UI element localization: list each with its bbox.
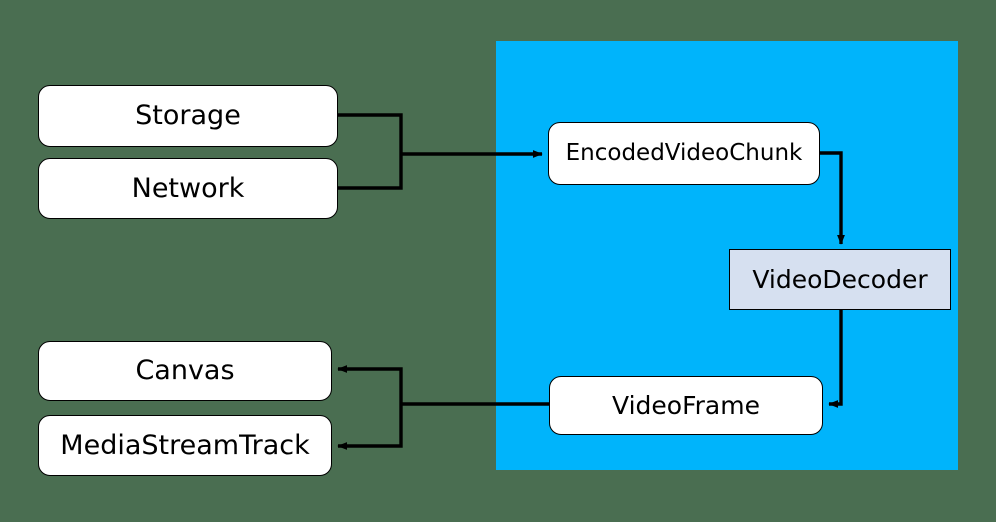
- node-encoded-video-chunk-label: EncodedVideoChunk: [565, 139, 803, 166]
- node-video-frame-label: VideoFrame: [612, 390, 760, 420]
- node-storage[interactable]: Storage: [38, 85, 338, 147]
- node-video-decoder[interactable]: VideoDecoder: [729, 249, 951, 310]
- node-encoded-video-chunk[interactable]: EncodedVideoChunk: [548, 122, 820, 185]
- node-storage-label: Storage: [135, 100, 241, 132]
- edge-chunk-to-decoder: [820, 151, 845, 245]
- node-video-decoder-label: VideoDecoder: [752, 264, 928, 294]
- edge-frame-to-mediastream: [337, 404, 403, 450]
- node-canvas[interactable]: Canvas: [38, 341, 332, 401]
- edge-network-to-chunk: [338, 154, 403, 190]
- edge-storage-to-chunk: [338, 113, 403, 154]
- node-canvas-label: Canvas: [135, 355, 235, 387]
- edge-decoder-to-frame: [828, 310, 843, 408]
- node-network[interactable]: Network: [38, 158, 338, 219]
- edge-frame-to-canvas: [337, 365, 403, 404]
- node-media-stream-track[interactable]: MediaStreamTrack: [38, 415, 332, 476]
- node-network-label: Network: [131, 172, 245, 204]
- node-media-stream-track-label: MediaStreamTrack: [60, 429, 310, 461]
- node-video-frame[interactable]: VideoFrame: [549, 376, 823, 435]
